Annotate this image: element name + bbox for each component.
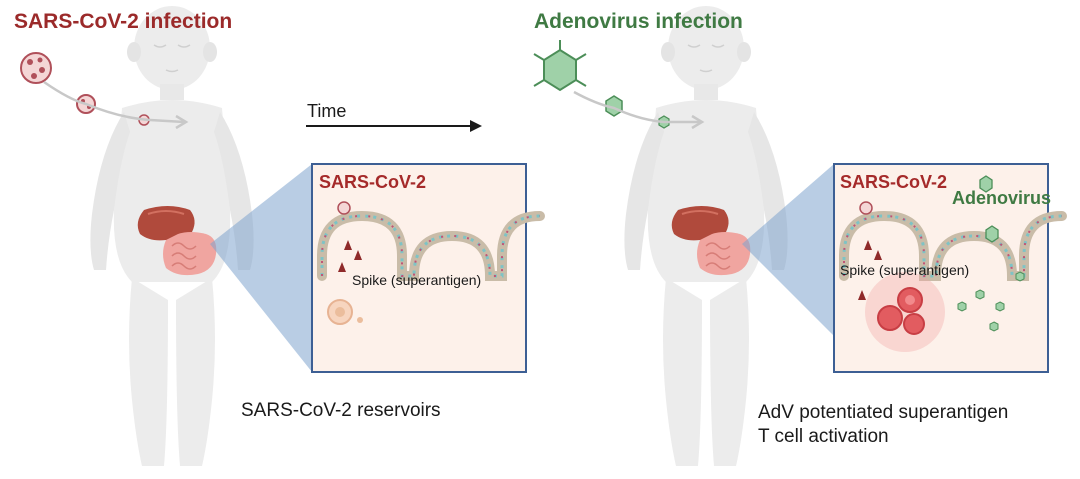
infection-path-left xyxy=(43,80,185,124)
time-label: Time xyxy=(307,101,347,121)
inset-adenovirus-label: Adenovirus xyxy=(952,188,1052,208)
inset-virus-label-left: SARS-CoV-2 xyxy=(319,172,427,192)
spike-protein-icon xyxy=(337,201,362,272)
spike-protein-icon xyxy=(858,201,882,300)
adenovirus-icon xyxy=(957,175,1025,332)
right-title: Adenovirus infection xyxy=(534,10,743,33)
infection-path-right xyxy=(573,90,700,124)
spike-label-left: Spike (superantigen) xyxy=(352,272,482,288)
left-title: SARS-CoV-2 infection xyxy=(14,10,233,33)
activated-t-cell-icon xyxy=(865,272,945,352)
spike-label-right: Spike (superantigen) xyxy=(840,262,970,278)
right-caption-line1: AdV potentiated superantigen xyxy=(758,402,1009,423)
time-arrow xyxy=(306,120,482,132)
inset-virus-label-right: SARS-CoV-2 xyxy=(840,172,948,192)
right-caption-line2: T cell activation xyxy=(758,426,889,447)
sars-virus-icon xyxy=(20,52,52,84)
intestine-left xyxy=(162,231,218,276)
adenovirus-icon xyxy=(533,40,587,92)
zoom-beam-right xyxy=(742,164,834,336)
intestine-right xyxy=(696,231,752,276)
zoom-beam-left xyxy=(210,164,312,372)
t-cell-icon xyxy=(327,299,363,325)
left-caption: SARS-CoV-2 reservoirs xyxy=(241,400,441,421)
